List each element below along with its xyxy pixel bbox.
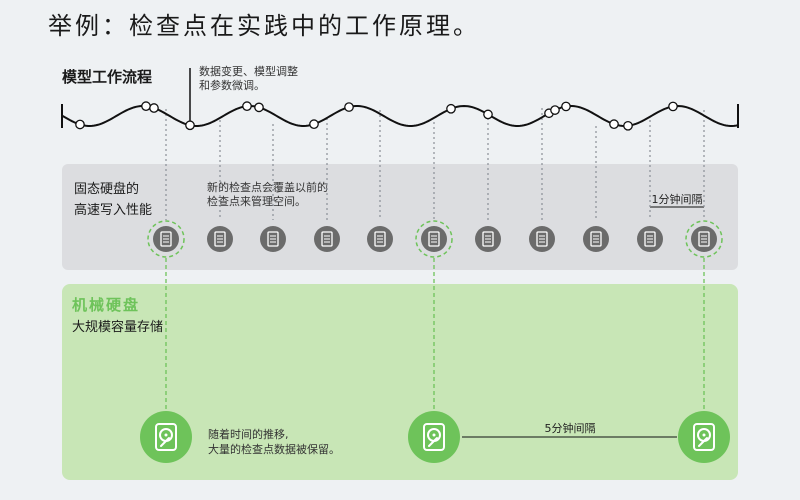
workflow-node bbox=[561, 101, 571, 112]
ssd-label-line2: 高速写入性能 bbox=[74, 202, 152, 218]
workflow-wave bbox=[61, 101, 739, 131]
ssd-chip-icon bbox=[583, 226, 609, 252]
workflow-node bbox=[141, 101, 151, 112]
workflow-node bbox=[550, 105, 560, 115]
ssd-icon-body bbox=[590, 231, 602, 247]
workflow-note-line1: 数据变更、模型调整 bbox=[199, 64, 298, 78]
ssd-highlight-ring bbox=[415, 220, 453, 258]
workflow-node bbox=[446, 103, 456, 114]
ssd-chip-icon bbox=[475, 226, 501, 252]
ssd-panel bbox=[62, 164, 738, 270]
hdd-icon-spindle bbox=[432, 433, 436, 437]
hdd-icon-arm bbox=[428, 437, 438, 447]
hdd-icon-arm bbox=[160, 437, 170, 447]
ssd-interval-label: 1分钟间隔 bbox=[652, 192, 703, 206]
hard-drive-icon bbox=[408, 411, 460, 463]
workflow-wave-line bbox=[61, 104, 739, 128]
hdd-panel bbox=[62, 284, 738, 480]
workflow-node bbox=[344, 102, 354, 112]
hard-drive-icon bbox=[678, 411, 730, 463]
ssd-label-line1: 固态硬盘的 bbox=[74, 181, 139, 197]
ssd-checkpoint-icons bbox=[147, 220, 723, 258]
hdd-note-line1: 随着时间的推移, bbox=[208, 427, 289, 441]
ssd-highlight-ring bbox=[147, 220, 185, 258]
ssd-icon-body bbox=[428, 231, 440, 247]
ssd-chip-icon bbox=[685, 220, 723, 258]
workflow-node bbox=[254, 102, 264, 113]
hdd-icon-disc bbox=[140, 411, 192, 463]
ssd-chip-icon bbox=[637, 226, 663, 252]
workflow-node bbox=[149, 103, 159, 113]
hdd-icon-spindle bbox=[702, 433, 706, 437]
hard-drive-icon bbox=[140, 411, 192, 463]
workflow-note-line2: 和参数微调。 bbox=[199, 78, 265, 92]
workflow-label: 模型工作流程 bbox=[62, 68, 152, 86]
ssd-note-line1: 新的检查点会覆盖以前的 bbox=[207, 180, 328, 194]
workflow-node bbox=[623, 120, 633, 131]
ssd-chip-icon bbox=[207, 226, 233, 252]
page-title: 举例：检查点在实践中的工作原理。 bbox=[48, 12, 480, 40]
workflow-node bbox=[242, 101, 252, 112]
workflow-node bbox=[309, 119, 319, 130]
hdd-interval-label: 5分钟间隔 bbox=[545, 421, 596, 435]
hdd-icon-case bbox=[155, 423, 177, 451]
ssd-chip-icon bbox=[147, 220, 185, 258]
ssd-chip-icon bbox=[367, 226, 393, 252]
ssd-icon-body bbox=[482, 231, 494, 247]
workflow-node bbox=[668, 101, 678, 112]
ssd-icon-body bbox=[321, 231, 333, 247]
hdd-label: 机械硬盘 bbox=[72, 296, 140, 314]
ssd-chip-icon bbox=[529, 226, 555, 252]
ssd-icon-body bbox=[374, 231, 386, 247]
hdd-icon-case bbox=[693, 423, 715, 451]
workflow-node bbox=[185, 120, 195, 131]
ssd-icon-body bbox=[536, 231, 548, 247]
ssd-icon-body bbox=[698, 231, 710, 247]
hdd-icon-case bbox=[423, 423, 445, 451]
hdd-icon-disc bbox=[678, 411, 730, 463]
ssd-chip-icon bbox=[415, 220, 453, 258]
ssd-icon-body bbox=[644, 231, 656, 247]
workflow-node bbox=[609, 119, 619, 130]
workflow-node bbox=[75, 119, 85, 130]
checkpoint-connectors bbox=[165, 108, 705, 412]
ssd-icon-body bbox=[267, 231, 279, 247]
hdd-icon-spindle bbox=[164, 433, 168, 437]
hdd-sublabel: 大规模容量存储 bbox=[72, 319, 163, 335]
workflow-node bbox=[483, 109, 493, 120]
hdd-icon-disc bbox=[408, 411, 460, 463]
ssd-highlight-ring bbox=[685, 220, 723, 258]
hdd-checkpoint-icons bbox=[140, 411, 730, 463]
ssd-icon-body bbox=[214, 231, 226, 247]
ssd-chip-icon bbox=[314, 226, 340, 252]
ssd-note-line2: 检查点来管理空间。 bbox=[207, 194, 306, 208]
hdd-note-line2: 大量的检查点数据被保留。 bbox=[208, 442, 340, 456]
ssd-chip-icon bbox=[260, 226, 286, 252]
hdd-icon-arm bbox=[698, 437, 708, 447]
ssd-icon-body bbox=[160, 231, 172, 247]
